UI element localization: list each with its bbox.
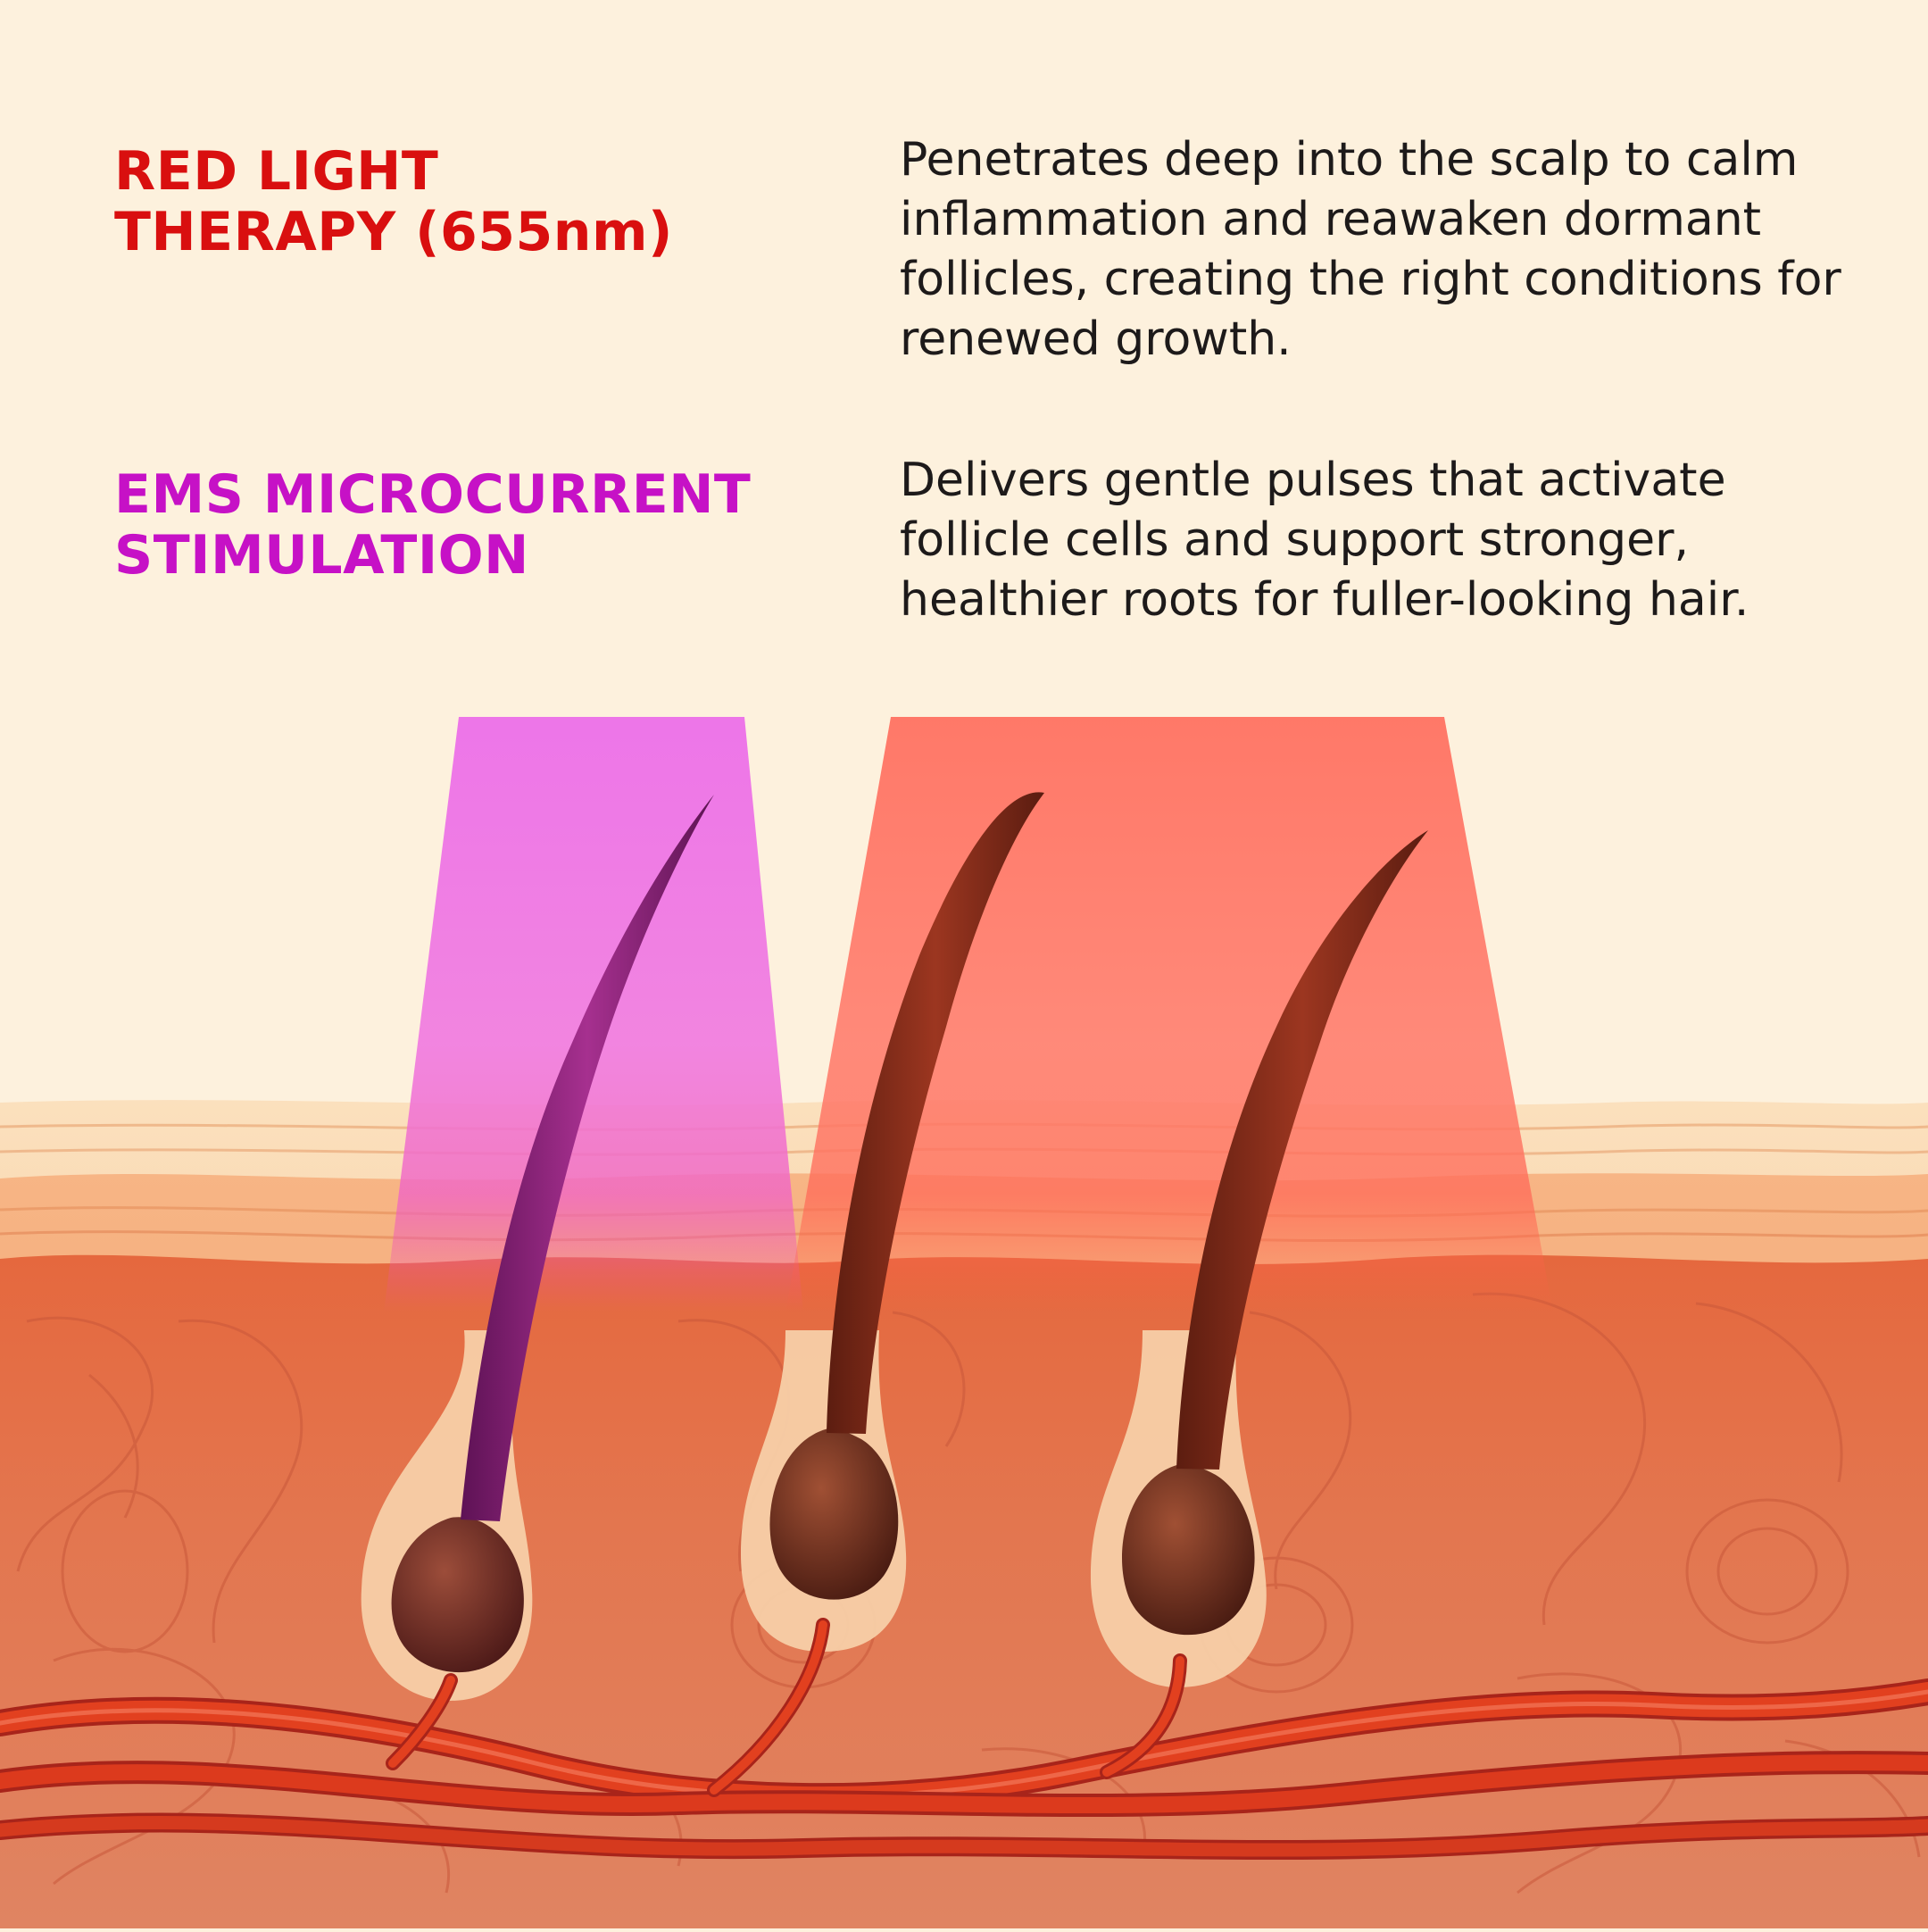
- ems-microcurrent-description: Delivers gentle pulses that activate fol…: [900, 454, 1749, 627]
- title-line: STIMULATION: [114, 524, 529, 587]
- hair-follicle-icon: [361, 792, 1428, 1701]
- title-line: THERAPY (655nm): [114, 201, 673, 263]
- red-light-therapy-description: Penetrates deep into the scalp to calm i…: [900, 133, 1841, 366]
- ems-microcurrent-title: EMS MICROCURRENT STIMULATION: [114, 464, 751, 586]
- red-light-therapy-title: RED LIGHT THERAPY (655nm): [114, 141, 673, 262]
- title-line: EMS MICROCURRENT: [114, 463, 752, 526]
- blood-vessel-icon: [0, 1618, 1928, 1861]
- title-line: RED LIGHT: [114, 140, 439, 203]
